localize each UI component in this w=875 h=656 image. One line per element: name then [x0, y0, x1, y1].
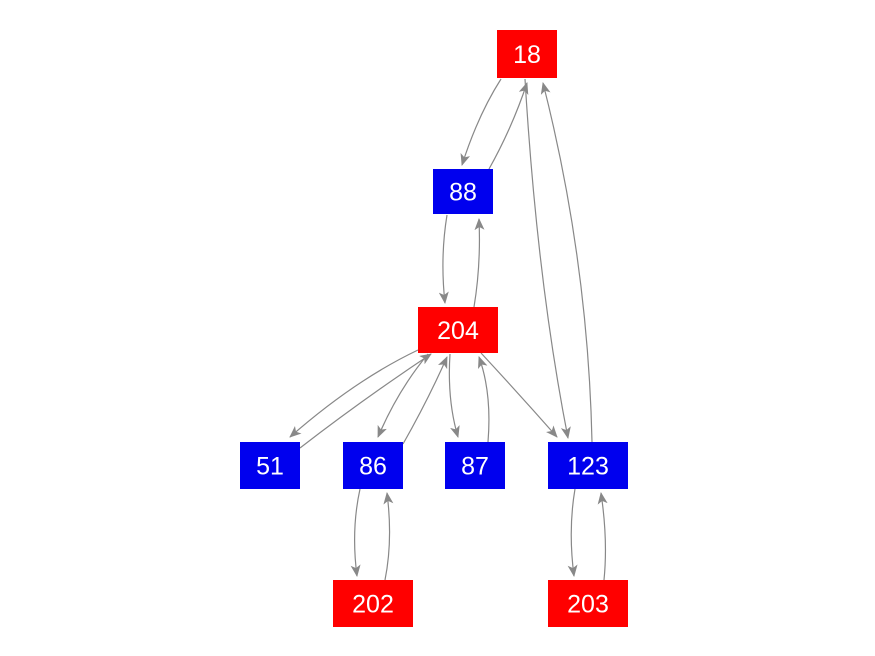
- node-box-88: [433, 169, 493, 214]
- edge-202-to-86: [383, 492, 394, 581]
- node-86: 86: [343, 442, 403, 489]
- edge-86-to-202: [350, 488, 361, 577]
- edge-18-to-88: [460, 78, 502, 166]
- edge-204-to-123: [480, 352, 558, 438]
- edge-88-to-204: [438, 214, 449, 304]
- edges-layer: [289, 78, 608, 581]
- edge-204-to-88: [473, 218, 485, 308]
- node-87: 87: [445, 442, 505, 489]
- node-box-123: [548, 442, 628, 489]
- node-box-86: [343, 442, 403, 489]
- nodes-layer: 18 88 204 51 86 87 123 202 203: [240, 30, 628, 627]
- node-18: 18: [497, 30, 557, 78]
- edge-204-to-51: [289, 349, 419, 438]
- node-label-123: 123: [567, 453, 609, 481]
- node-label-204: 204: [437, 317, 479, 345]
- edge-123-to-18: [540, 82, 593, 443]
- node-88: 88: [433, 169, 493, 214]
- edge-88-to-18: [488, 82, 529, 170]
- node-202: 202: [333, 580, 413, 627]
- node-label-18: 18: [513, 41, 541, 69]
- edge-204-to-87: [448, 353, 460, 438]
- edge-87-to-204: [478, 356, 490, 443]
- edge-123-to-203: [567, 488, 578, 577]
- node-label-86: 86: [359, 453, 387, 481]
- node-label-203: 203: [567, 591, 609, 619]
- node-204: 204: [418, 307, 498, 353]
- edge-86-to-204: [402, 356, 448, 445]
- node-label-88: 88: [449, 179, 477, 207]
- node-box-87: [445, 442, 505, 489]
- edge-204-to-86: [377, 353, 429, 438]
- edge-203-to-123: [597, 492, 608, 581]
- node-label-202: 202: [352, 591, 394, 619]
- node-label-51: 51: [256, 453, 284, 481]
- node-203: 203: [548, 580, 628, 627]
- node-box-202: [333, 580, 413, 627]
- node-box-204: [418, 307, 498, 353]
- edge-18-to-123: [524, 78, 571, 439]
- node-label-87: 87: [461, 453, 489, 481]
- node-box-18: [497, 30, 557, 78]
- node-123: 123: [548, 442, 628, 489]
- node-box-51: [240, 442, 300, 489]
- node-51: 51: [240, 442, 300, 489]
- edge-51-to-204: [299, 353, 432, 449]
- node-box-203: [548, 580, 628, 627]
